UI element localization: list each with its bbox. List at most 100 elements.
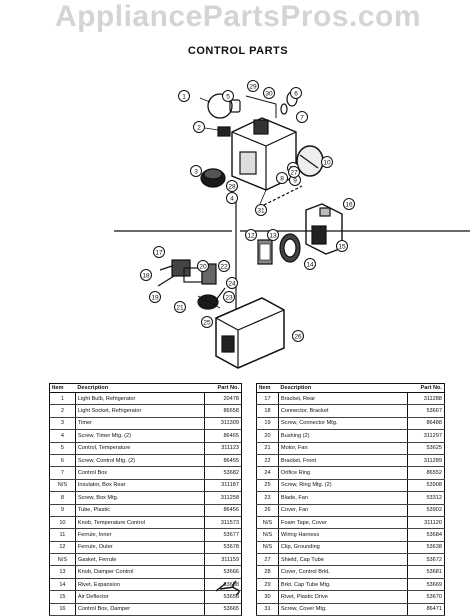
part-number: 53670	[407, 590, 445, 604]
part-description: Ferrule, Outer	[75, 541, 205, 555]
callout-26: 26	[292, 330, 304, 342]
part-description: Control, Temperature	[75, 442, 205, 455]
table-header-row: Item Description Part No.	[49, 383, 242, 393]
part-description: Knob, Temperature Control	[75, 516, 205, 530]
part-item-number: 28	[256, 565, 279, 579]
svg-text:22: 22	[220, 264, 228, 271]
header-description: Description	[278, 383, 408, 393]
svg-text:20: 20	[199, 264, 207, 271]
part-item-number: 15	[49, 590, 76, 604]
part-description: Motor, Fan	[278, 442, 408, 455]
header-part-no: Part No.	[407, 383, 445, 393]
part-description: Knob, Damper Control	[75, 565, 205, 579]
part-item-number: 14	[49, 578, 76, 592]
part-item-number: 31	[256, 603, 279, 616]
part-number: 86456	[204, 504, 242, 517]
callout-22: 22	[218, 260, 230, 272]
callout-10: 10	[321, 156, 333, 168]
callout-8: 8	[276, 172, 288, 184]
part-item-number: 8	[49, 491, 76, 505]
ferrule-inner	[280, 103, 288, 115]
svg-text:18: 18	[142, 273, 150, 280]
callout-27: 27	[288, 166, 300, 178]
part-description: Screw, Ring Mtg. (2)	[278, 479, 408, 493]
callout-31: 31	[255, 204, 267, 216]
header-item: Item	[256, 383, 279, 393]
callout-16: 16	[343, 198, 355, 210]
callout-25: 25	[201, 316, 213, 328]
handwritten-signature	[215, 580, 240, 596]
svg-text:3: 3	[194, 169, 198, 176]
svg-text:19: 19	[151, 295, 159, 302]
callout-6: 6	[290, 87, 302, 99]
part-description: Rivet, Expansion	[75, 578, 205, 592]
part-item-number: 25	[256, 479, 279, 493]
svg-text:17: 17	[155, 250, 163, 257]
part-description: Wiring Harness	[278, 528, 408, 542]
svg-text:7: 7	[300, 115, 304, 122]
part-item-number: 7	[49, 466, 76, 480]
part-item-number: 16	[49, 603, 76, 616]
part-number: 53625	[407, 442, 445, 455]
part-item-number: 9	[49, 504, 76, 517]
part-description: Foam Tape, Cover	[278, 516, 408, 530]
part-description: Screw, Control Mtg. (2)	[75, 454, 205, 468]
part-number: 86488	[407, 417, 445, 431]
svg-text:31: 31	[257, 208, 265, 215]
fan-motor	[197, 287, 226, 310]
part-description: Control Box, Damper	[75, 603, 205, 616]
part-number: 86658	[204, 404, 242, 418]
callout-21: 21	[174, 301, 186, 313]
part-description: Tube, Plastic	[75, 504, 205, 517]
part-description: Screw, Timer Mtg. (2)	[75, 429, 205, 443]
svg-text:13: 13	[269, 233, 277, 240]
part-description: Brkt. Cap Tube Mtg.	[278, 578, 408, 592]
part-number: 86552	[407, 466, 445, 480]
part-description: Screw, Connector Mtg.	[278, 417, 408, 431]
part-number: 53908	[407, 479, 445, 493]
fan-cover	[215, 297, 285, 369]
part-description: Control Box	[75, 466, 205, 480]
cap-tube	[263, 185, 303, 206]
part-item-number: 21	[256, 442, 279, 455]
light-socket	[204, 126, 231, 137]
svg-text:6: 6	[294, 91, 298, 98]
part-item-number: N/S	[256, 541, 279, 555]
part-number: 86455	[204, 454, 242, 468]
svg-text:29: 29	[249, 84, 257, 91]
part-number: 311289	[407, 454, 445, 468]
svg-text:2: 2	[197, 125, 201, 132]
part-description: Bracket, Front	[278, 454, 408, 468]
svg-text:4: 4	[230, 196, 234, 203]
svg-text:27: 27	[290, 170, 298, 177]
svg-text:10: 10	[323, 160, 331, 167]
damper-knob	[279, 233, 301, 263]
svg-text:5: 5	[226, 94, 230, 101]
part-description: Gasket, Ferrule	[75, 553, 205, 567]
part-number: 53672	[407, 553, 445, 567]
part-number: 311258	[204, 491, 242, 505]
part-item-number: 18	[256, 404, 279, 418]
part-number: 53681	[407, 565, 445, 579]
svg-text:14: 14	[306, 262, 314, 269]
part-description: Connector, Bracket	[278, 404, 408, 418]
part-item-number: 3	[49, 417, 76, 431]
part-number: 53638	[407, 541, 445, 555]
